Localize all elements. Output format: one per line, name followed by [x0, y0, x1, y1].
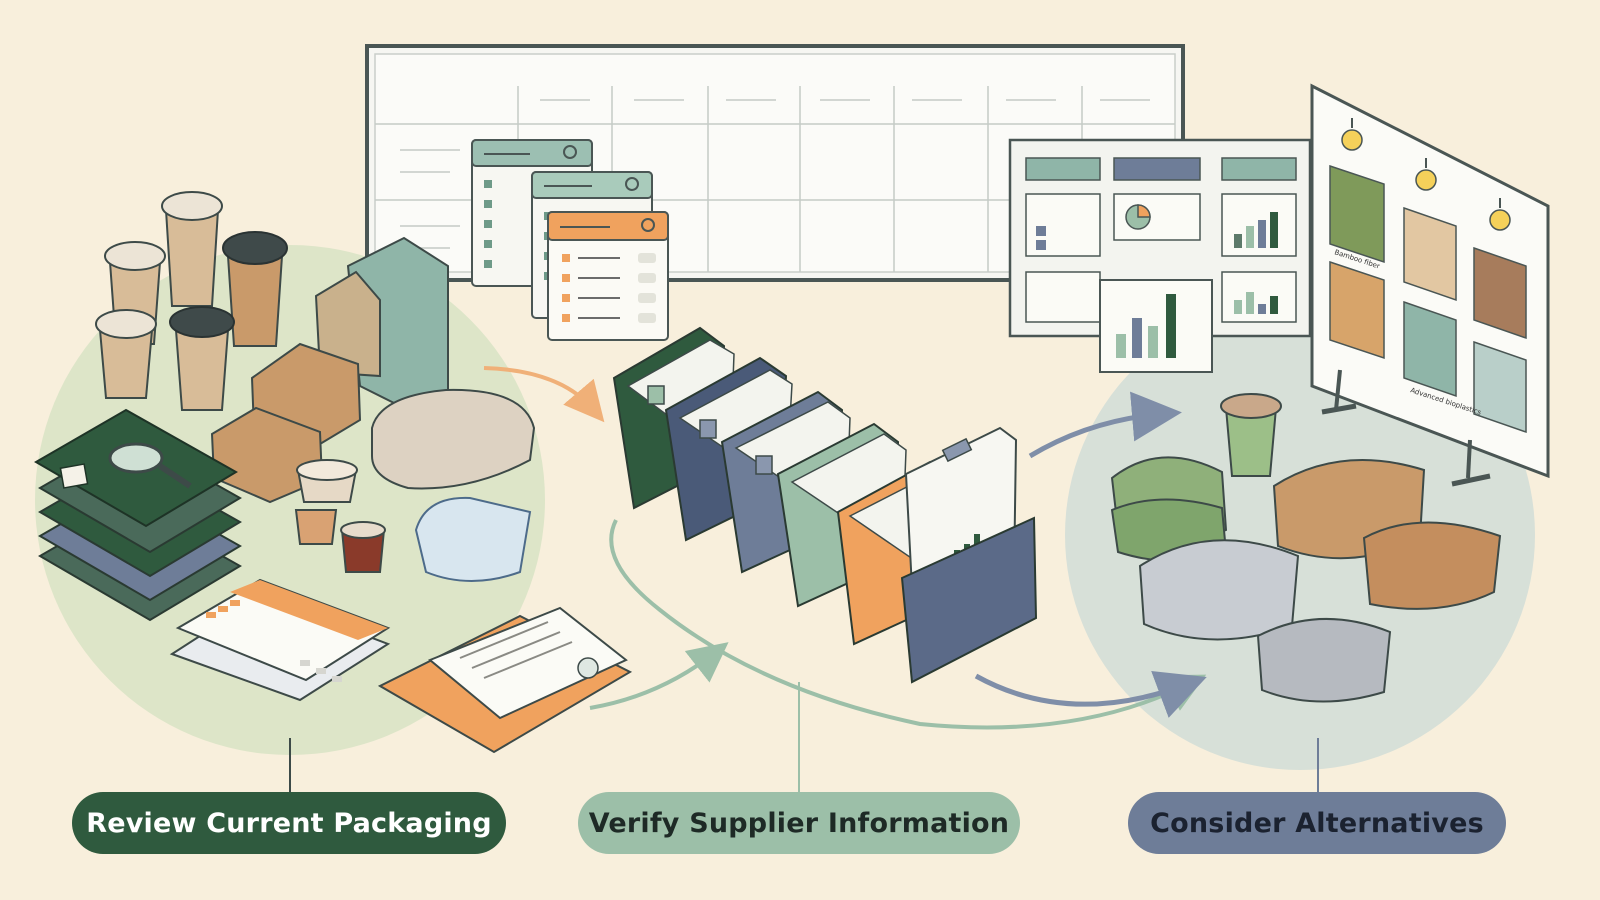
advanced-bioplastics-swatch [1403, 300, 1457, 398]
bar-chart-icon [1234, 212, 1278, 248]
step-review-current-packaging: Review Current Packaging [72, 792, 506, 854]
arrow-icon [974, 671, 1207, 718]
coffee-cup-icon [169, 306, 235, 411]
magnifier-icon [641, 218, 655, 232]
lightbulb-icon [1415, 158, 1437, 191]
search-list-card-front [547, 211, 669, 341]
bamboo-fiber-swatch [1329, 164, 1385, 264]
magnifier-icon [108, 442, 192, 489]
step-consider-alternatives: Consider Alternatives [1128, 792, 1506, 854]
documents-group [169, 578, 633, 754]
arrow-icon [609, 519, 1207, 730]
carton-boxes-group [210, 236, 449, 504]
coffee-cups-group [95, 191, 288, 411]
analytics-dashboard [1008, 138, 1312, 373]
coffee-cup-icon [161, 191, 223, 307]
pie-chart-icon [1125, 204, 1151, 230]
coffee-cup-icon [95, 309, 157, 399]
food-containers-group [294, 388, 536, 582]
bar-chart-icon [1116, 294, 1176, 358]
arrow-icon [1028, 391, 1182, 459]
step-verify-supplier-information: Verify Supplier Information [578, 792, 1020, 854]
material-sample-board: Bamboo fiber Advanced bioplastics [1310, 83, 1550, 487]
coffee-cup-icon [222, 231, 288, 347]
arrow-icon [589, 642, 729, 710]
alternative-containers-group [1110, 393, 1502, 703]
magnifier-icon [563, 145, 577, 159]
lightbulb-icon [1341, 118, 1363, 151]
green-binders-stack [34, 408, 242, 622]
supplier-folders-fan [612, 326, 1038, 684]
magnifier-icon [625, 177, 639, 191]
lightbulb-icon [1489, 198, 1511, 231]
arrow-icon [483, 366, 605, 423]
